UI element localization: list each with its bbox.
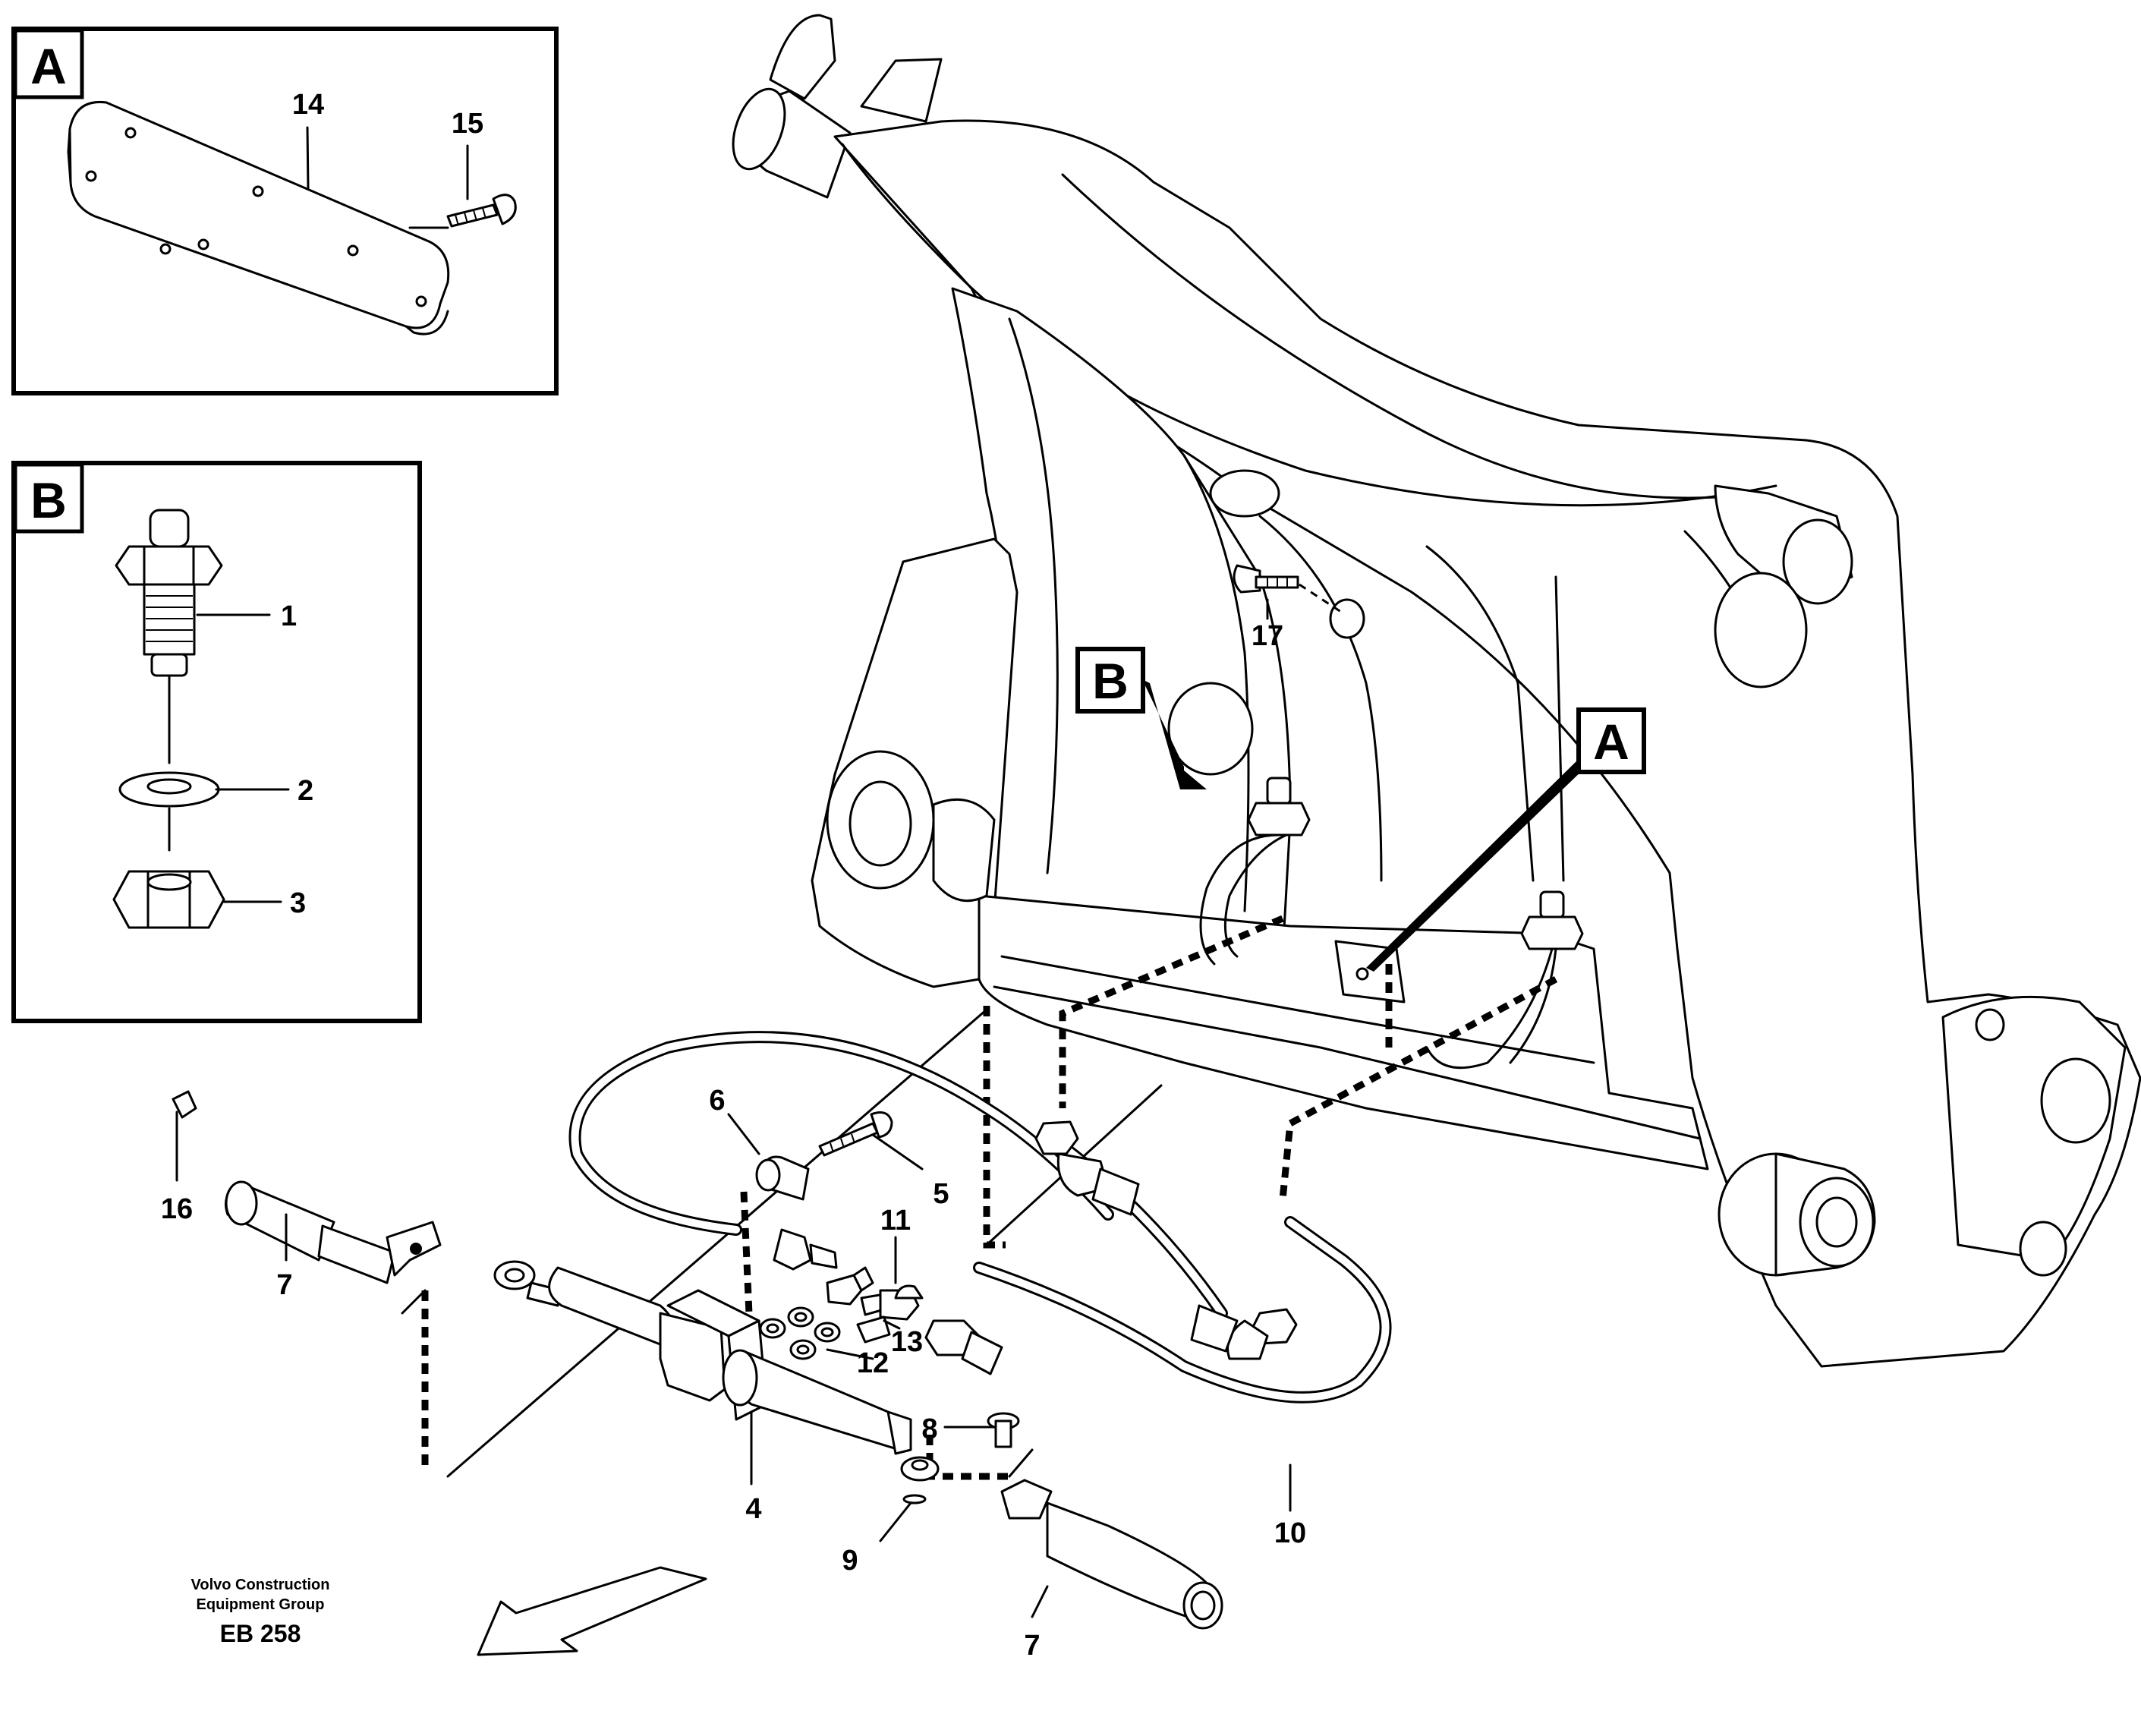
plate-bolt-drawing [446,194,517,228]
callout-a-label: A [1593,714,1629,770]
label-3: 3 [290,887,306,919]
drawing-code: EB 258 [220,1620,301,1647]
part-label-layer: 6 5 11 13 12 8 4 9 10 16 7 7 17 [161,598,1306,1662]
callout-b-label: B [1092,653,1129,709]
credit-line-1: Volvo Construction [191,1577,330,1593]
label-14: 14 [292,89,324,121]
frame-bolt-17 [1233,564,1344,615]
frame-grease-fitting-right [1520,890,1584,950]
adapters-drawing [759,1228,924,1360]
label-7-upper: 7 [276,1269,292,1301]
label-12: 12 [857,1347,889,1379]
label-1: 1 [281,600,297,632]
cylinder-4-drawing [493,1260,912,1455]
plate-hole [1355,967,1369,981]
label-11: 11 [880,1205,911,1237]
dashed-connectors [421,915,1558,1480]
grease-nipple-drawing [115,509,223,764]
cylinder-7-upper-drawing [172,1090,442,1284]
leader-14 [306,126,310,190]
hose-fittings [924,1120,1298,1375]
credit-line-2: Equipment Group [197,1596,325,1613]
callout-b: B [1075,647,1207,789]
assembly-line-left [446,1008,988,1478]
frame-grease-fitting-b [1247,777,1311,836]
loader-frame-drawing [732,14,2141,1368]
detail-b-title: B [30,472,67,528]
label-17: 17 [1252,620,1283,652]
nut-drawing [112,870,225,929]
hose-10 [568,1031,1392,1404]
cylinder-7-lower-drawing [1000,1479,1223,1630]
label-7-lower: 7 [1024,1630,1040,1662]
label-2: 2 [298,775,313,807]
detail-a-title: A [30,38,67,94]
callout-a: A [1366,707,1646,972]
frame-line-right [1425,947,1554,1070]
frame-line-b [1199,833,1280,966]
label-15: 15 [452,108,483,140]
label-10: 10 [1274,1517,1306,1549]
label-4: 4 [745,1493,761,1525]
detail-b-panel: B 1 2 3 [11,461,422,1023]
publisher-credit: Volvo Construction Equipment Group EB 25… [191,1577,330,1647]
detail-a-panel: A 14 15 [11,27,559,395]
label-6: 6 [709,1085,725,1117]
washer-9-drawing [900,1456,940,1504]
spacer-and-bolt-drawing [755,1111,893,1201]
label-9: 9 [842,1545,858,1577]
label-13: 13 [891,1326,923,1358]
label-16: 16 [161,1193,193,1225]
direction-arrow-icon [477,1566,707,1656]
plug-8-drawing [987,1412,1020,1448]
label-8: 8 [921,1413,937,1445]
label-5: 5 [933,1178,949,1210]
cover-plate-drawing [67,100,450,336]
